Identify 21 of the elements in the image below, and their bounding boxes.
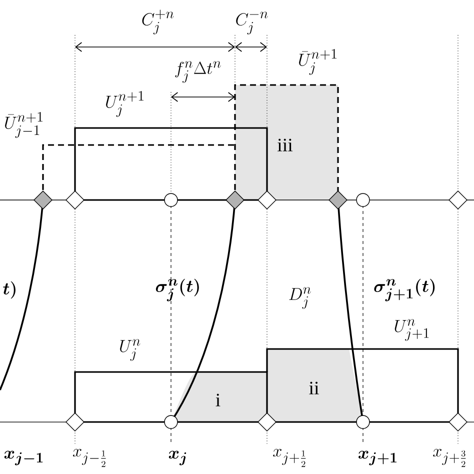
- axis-label: $\boldsymbol{x_{j+1}}$: [358, 450, 396, 466]
- average-label: $U^{n}_{j+1}$: [394, 319, 429, 341]
- axis-label: $x_{j+\frac{3}{2}}$: [433, 448, 466, 467]
- region-label: i: [216, 394, 220, 406]
- axis-label: $\boldsymbol{x_{j-1}}$: [4, 450, 43, 466]
- average-label: $\bar{U}^{n+1}_{j-1}$: [5, 112, 42, 138]
- axis-label: $x_{j-\frac{1}{2}}$: [73, 448, 106, 467]
- domain-label: $D^{n}_{j}$: [289, 287, 311, 309]
- curve-label: $\boldsymbol{\sigma^{n}_{j}(t)}$: [156, 278, 199, 302]
- average-label: $U^{n+1}_{j}$: [106, 91, 144, 117]
- curve-label: $\boldsymbol{\sigma^{n}_{j+1}(t)}$: [374, 278, 435, 302]
- axis-label: $\boldsymbol{x_{j}}$: [168, 450, 186, 466]
- region-label: ii: [309, 382, 319, 394]
- flux-label: $C^{+n}_{j}$: [142, 10, 174, 34]
- average-label: $\bar{U}^{n+1}_{j}$: [299, 49, 336, 75]
- flux-label: $C^{-n}_{j}$: [236, 12, 268, 34]
- axis-label: $x_{j+\frac{1}{2}}$: [273, 448, 306, 467]
- flux-label: $f^{n}_{j}\Delta t^{n}$: [175, 61, 221, 83]
- region-label: iii: [277, 138, 293, 152]
- average-label: $U^{n}_{j}$: [120, 339, 140, 361]
- curve-label: $\boldsymbol{t)}$: [3, 281, 16, 299]
